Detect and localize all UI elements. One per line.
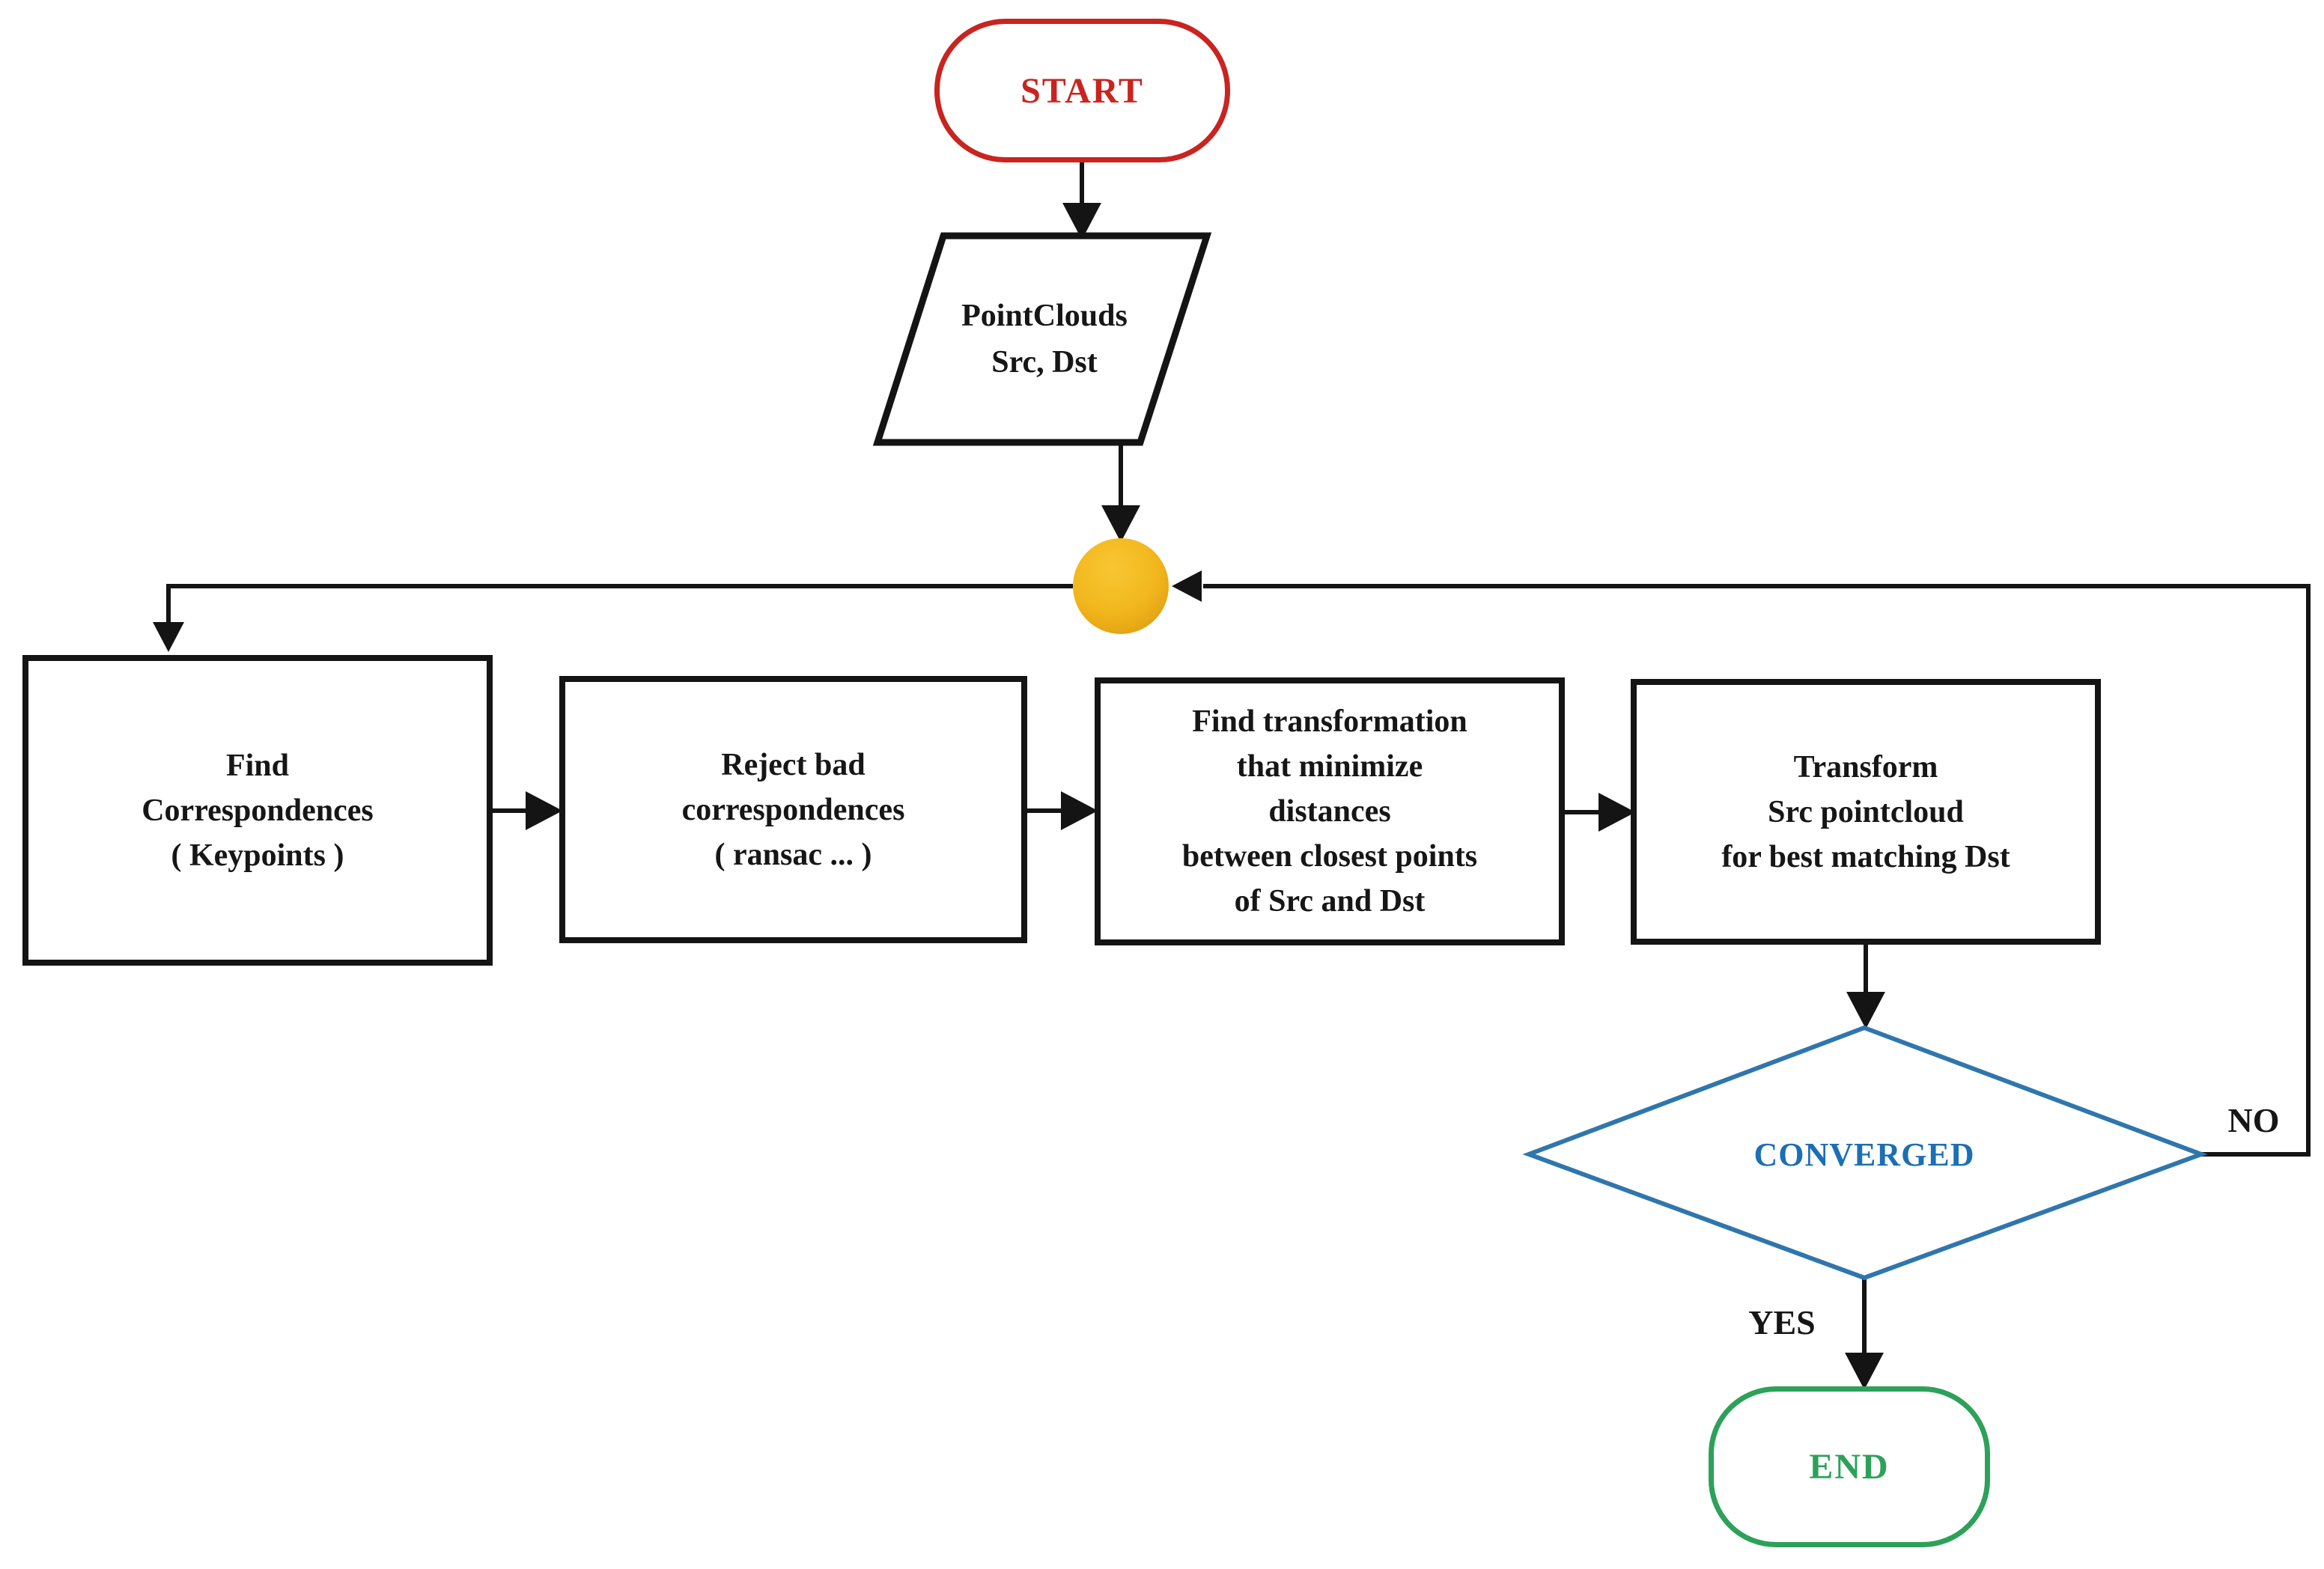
edge-yes-to-end xyxy=(1845,1278,1884,1390)
box-find-transformation: Find transformation that minimize distan… xyxy=(1095,677,1565,945)
arrowhead-right-icon xyxy=(1061,791,1098,830)
edge-find-to-reject xyxy=(493,791,563,830)
converged-diamond-shape xyxy=(1522,1025,2208,1281)
arrowhead-right-icon xyxy=(526,791,563,830)
junction-circle xyxy=(1073,538,1169,634)
arrowhead-down-icon xyxy=(1101,505,1140,543)
arrowhead-right-icon xyxy=(1598,793,1636,832)
arrowhead-down-icon xyxy=(153,622,184,652)
end-label: END xyxy=(1809,1447,1890,1487)
reject-bad-label: Reject bad correspondences ( ransac ... … xyxy=(681,747,905,872)
start-node: START xyxy=(934,19,1230,162)
end-node: END xyxy=(1709,1386,1990,1547)
arrowhead-down-icon xyxy=(1062,203,1101,240)
arrowhead-down-icon xyxy=(1846,992,1885,1029)
edge-no-feedback xyxy=(1172,570,2311,1157)
edge-transform-to-converged xyxy=(1846,945,1885,1029)
edge-pointclouds-to-junction xyxy=(1101,442,1140,543)
box-find-correspondences: Find Correspondences ( Keypoints ) xyxy=(22,655,493,966)
box-transform-src: Transform Src pointcloud for best matchi… xyxy=(1631,679,2101,945)
edge-line xyxy=(166,584,1073,624)
find-transformation-label: Find transformation that minimize distan… xyxy=(1181,704,1478,918)
edge-line xyxy=(1203,584,2311,1157)
edge-transformation-to-transform xyxy=(1565,793,1636,832)
edge-start-to-pointclouds xyxy=(1062,162,1101,240)
start-label: START xyxy=(1020,70,1144,111)
find-correspondences-label: Find Correspondences ( Keypoints ) xyxy=(142,748,374,873)
arrowhead-left-icon xyxy=(1172,570,1202,602)
box-reject-bad: Reject bad correspondences ( ransac ... … xyxy=(559,676,1027,943)
arrowhead-down-icon xyxy=(1845,1353,1884,1390)
edge-reject-to-transformation xyxy=(1027,791,1098,830)
edge-junction-to-find xyxy=(153,584,1073,652)
pointclouds-shape xyxy=(872,232,1212,446)
transform-src-label: Transform Src pointcloud for best matchi… xyxy=(1721,749,2010,874)
